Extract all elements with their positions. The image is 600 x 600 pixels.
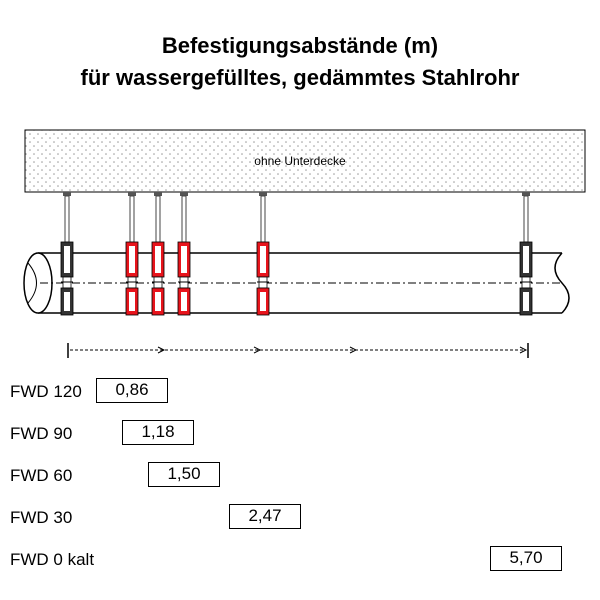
ceiling-slab (24, 129, 586, 193)
row-label-fwd60: FWD 60 (10, 466, 73, 485)
ceiling-label: ohne Unterdecke (254, 154, 346, 168)
row-label-fwd0: FWD 0 kalt (10, 550, 95, 569)
value-box-fwd0: 5,70 (490, 546, 562, 571)
hanger-right-end (519, 192, 533, 316)
hangers (60, 192, 533, 316)
row-label-fwd30: FWD 30 (10, 508, 73, 527)
hanger-fwd120 (125, 192, 139, 316)
value-box-fwd90: 1,18 (122, 420, 194, 445)
row-label-fwd90: FWD 90 (10, 424, 73, 443)
hanger-fwd60 (177, 192, 191, 316)
title-line-1: Befestigungsabstände (m) (161, 33, 439, 58)
hanger-fwd30 (256, 192, 270, 316)
row-label-fwd120: FWD 120 (10, 382, 82, 401)
value-box-fwd60: 1,50 (148, 462, 220, 487)
value-box-fwd30: 2,47 (229, 504, 301, 529)
hanger-fwd90 (151, 192, 165, 316)
dimension-line (67, 343, 529, 358)
pipe (23, 252, 570, 314)
hanger-left-end (60, 192, 74, 316)
value-box-fwd120: 0,86 (96, 378, 168, 403)
title-line-2: für wassergefülltes, gedämmtes Stahlrohr (80, 65, 520, 90)
